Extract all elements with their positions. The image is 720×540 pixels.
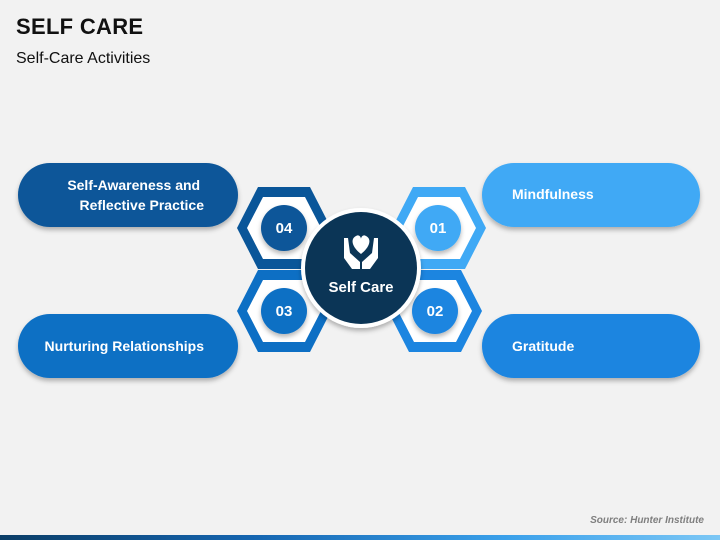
page-title: SELF CARE xyxy=(16,14,144,39)
item-pill-03: Nurturing Relationships xyxy=(18,314,238,378)
number-03: 03 xyxy=(276,303,293,320)
item-label-02: Gratitude xyxy=(512,338,574,354)
svg-text:Self-Awareness and Refle: Self-Awareness and Reflective Practice xyxy=(67,177,204,213)
center-node: Self Care xyxy=(301,208,421,328)
item-label-04-line-2: Reflective Practice xyxy=(79,197,204,213)
item-label-04-line-1: Self-Awareness and xyxy=(67,177,200,193)
item-pill-02: Gratitude xyxy=(482,314,700,378)
item-label-01: Mindfulness xyxy=(512,186,594,202)
number-01: 01 xyxy=(430,220,447,237)
number-04: 04 xyxy=(276,220,293,237)
item-label-03: Nurturing Relationships xyxy=(45,338,205,354)
hands-heart-icon xyxy=(344,235,378,269)
bottom-gradient-bar xyxy=(0,535,720,540)
item-pill-01: Mindfulness xyxy=(482,163,700,227)
item-pill-04: Self-Awareness and Reflective Practice xyxy=(18,163,238,227)
source-note: Source: Hunter Institute xyxy=(590,515,704,526)
center-label: Self Care xyxy=(328,279,393,296)
page-subtitle: Self-Care Activities xyxy=(16,50,151,67)
number-02: 02 xyxy=(427,303,444,320)
